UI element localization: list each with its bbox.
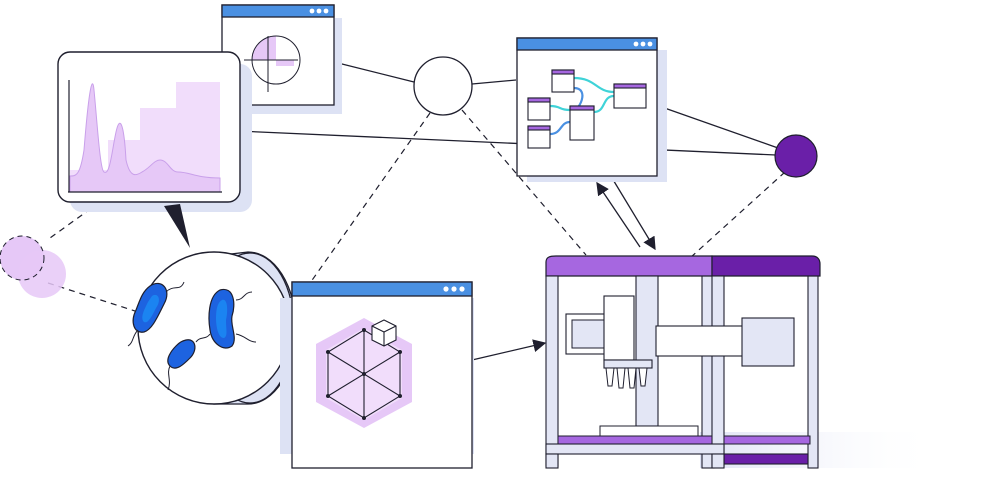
robot-rail-left-inner <box>571 319 605 349</box>
link-quadrant-to-hub <box>333 61 415 83</box>
robot-deck-top <box>557 435 713 445</box>
molecule-vertices <box>326 328 402 420</box>
callout-pointer <box>164 204 190 248</box>
quadrant-chart-icon <box>252 36 276 60</box>
arrow-editor-to-robot <box>611 177 656 251</box>
robot-base-side <box>723 453 809 465</box>
robot-top-side <box>711 255 821 277</box>
window-dots-icon <box>633 41 653 47</box>
spectrum-peaks-area <box>69 83 221 193</box>
link-spectrum-to-purple-node <box>237 130 777 156</box>
robot-post-front <box>711 275 725 467</box>
microbe-icon <box>208 288 257 349</box>
window-titlebar <box>516 37 658 51</box>
dashed-purple-node-to-robot <box>689 171 786 259</box>
quadrant-lower-fill <box>276 60 294 66</box>
robot-foot <box>711 453 725 469</box>
robot-top-front <box>545 255 713 277</box>
microbe-icon <box>127 281 185 347</box>
dashed-hub-to-robot <box>461 109 587 256</box>
lab-robot <box>545 255 940 469</box>
robot-deck-side <box>723 435 811 445</box>
robot-pipette-base <box>603 359 653 369</box>
spectrum-window <box>57 51 252 212</box>
window-titlebar <box>221 4 335 18</box>
spectrum-steps-area <box>70 82 220 192</box>
dashed-links <box>47 109 786 313</box>
node-graph-icon <box>527 69 647 149</box>
robot-foot <box>545 453 559 469</box>
purple-node <box>774 134 818 178</box>
window-dots-icon <box>443 286 465 292</box>
link-molecule-to-robot <box>471 339 547 361</box>
robot-plate <box>599 425 699 437</box>
dashed-blob-to-microscope <box>47 282 139 313</box>
lilac-blob <box>0 235 66 298</box>
microbe-icon <box>167 333 211 391</box>
robot-rail-right <box>655 325 747 357</box>
arrow-robot-to-editor <box>596 181 641 248</box>
robot-pipette-tips <box>605 367 648 389</box>
molecule-window <box>280 281 474 469</box>
microscope-lens <box>127 251 297 405</box>
robot-motor-box <box>741 317 795 367</box>
window-dots-icon <box>309 8 329 14</box>
robot-pipette-head <box>603 295 635 361</box>
dashed-hub-to-microscope <box>302 112 431 294</box>
window-titlebar <box>291 281 473 297</box>
link-node-editor-to-purple-node <box>655 104 779 149</box>
robot-base-front <box>545 443 725 455</box>
link-hub-to-node-editor <box>471 79 517 85</box>
robot-post-front <box>545 275 559 467</box>
robot-gantry-column <box>635 275 659 427</box>
hub-node <box>413 56 473 116</box>
node-editor-window <box>516 37 667 182</box>
microbe-group <box>127 281 257 391</box>
connection-lines <box>237 61 779 361</box>
